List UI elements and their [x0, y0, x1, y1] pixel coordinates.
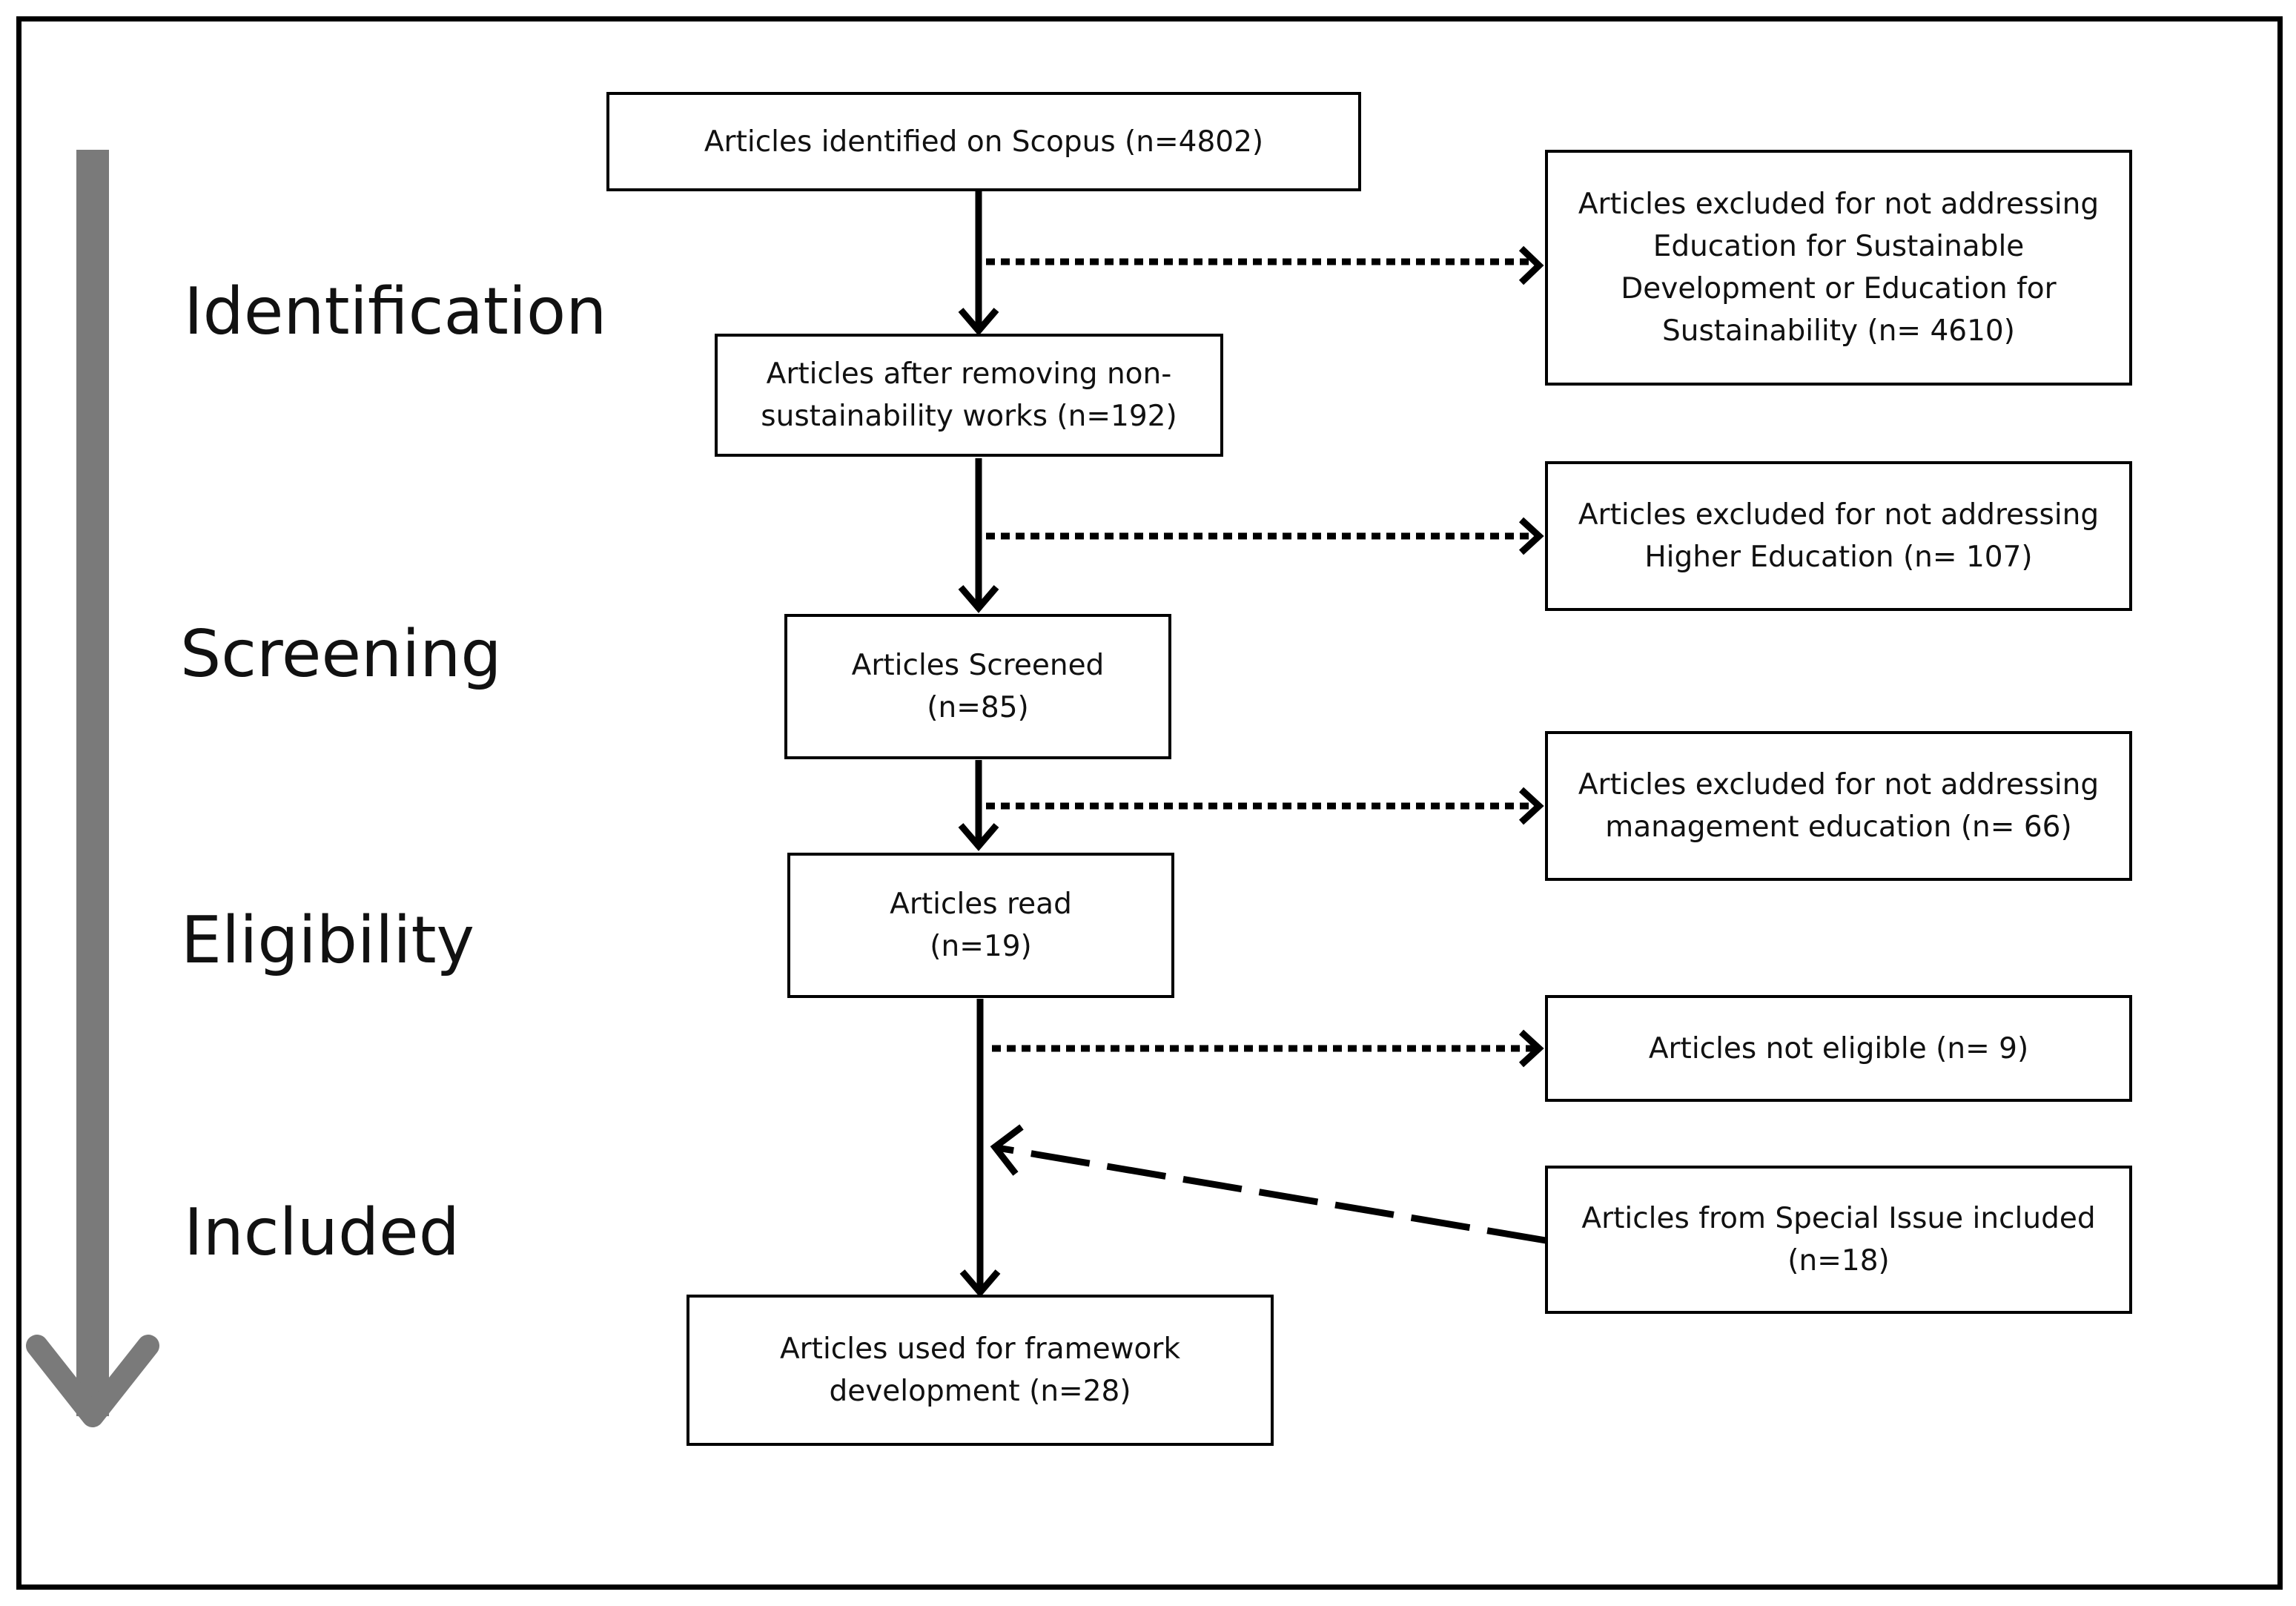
box-not-eligible: Articles not eligible (n= 9) — [1545, 995, 2132, 1102]
stage-identification: Identification — [184, 274, 607, 349]
flow-arrowhead-1 — [958, 308, 999, 336]
exclusion-arrowhead-2 — [1518, 517, 1544, 555]
exclusion-arrowhead-3 — [1518, 787, 1544, 825]
stage-included: Included — [184, 1194, 460, 1270]
stage-eligibility: Eligibility — [181, 902, 475, 978]
box-read: Articles read (n=19) — [787, 853, 1174, 998]
flow-arrowhead-2 — [958, 585, 999, 613]
inclusion-arrowhead — [990, 1124, 1024, 1176]
exclusion-arrowhead-4 — [1518, 1029, 1544, 1068]
box-excluded-higher-education: Articles excluded for not addressing Hig… — [1545, 461, 2132, 611]
exclusion-arrowhead-1 — [1518, 245, 1544, 285]
diagram-frame — [16, 16, 2283, 1590]
flow-arrowhead-4 — [959, 1269, 1001, 1298]
inclusion-arrow — [996, 1144, 1546, 1244]
box-after-removing: Articles after removing non- sustainabil… — [715, 334, 1223, 457]
box-excluded-esd: Articles excluded for not addressing Edu… — [1545, 150, 2132, 386]
stage-progress-arrow — [26, 150, 159, 1427]
box-used-for-framework: Articles used for framework development … — [687, 1295, 1274, 1446]
box-screened: Articles Screened (n=85) — [784, 614, 1171, 759]
stage-screening: Screening — [180, 616, 502, 692]
box-excluded-management-education: Articles excluded for not addressing man… — [1545, 731, 2132, 881]
box-special-issue: Articles from Special Issue included (n=… — [1545, 1166, 2132, 1314]
flow-arrowhead-3 — [958, 823, 999, 851]
box-identified: Articles identified on Scopus (n=4802) — [606, 92, 1361, 191]
